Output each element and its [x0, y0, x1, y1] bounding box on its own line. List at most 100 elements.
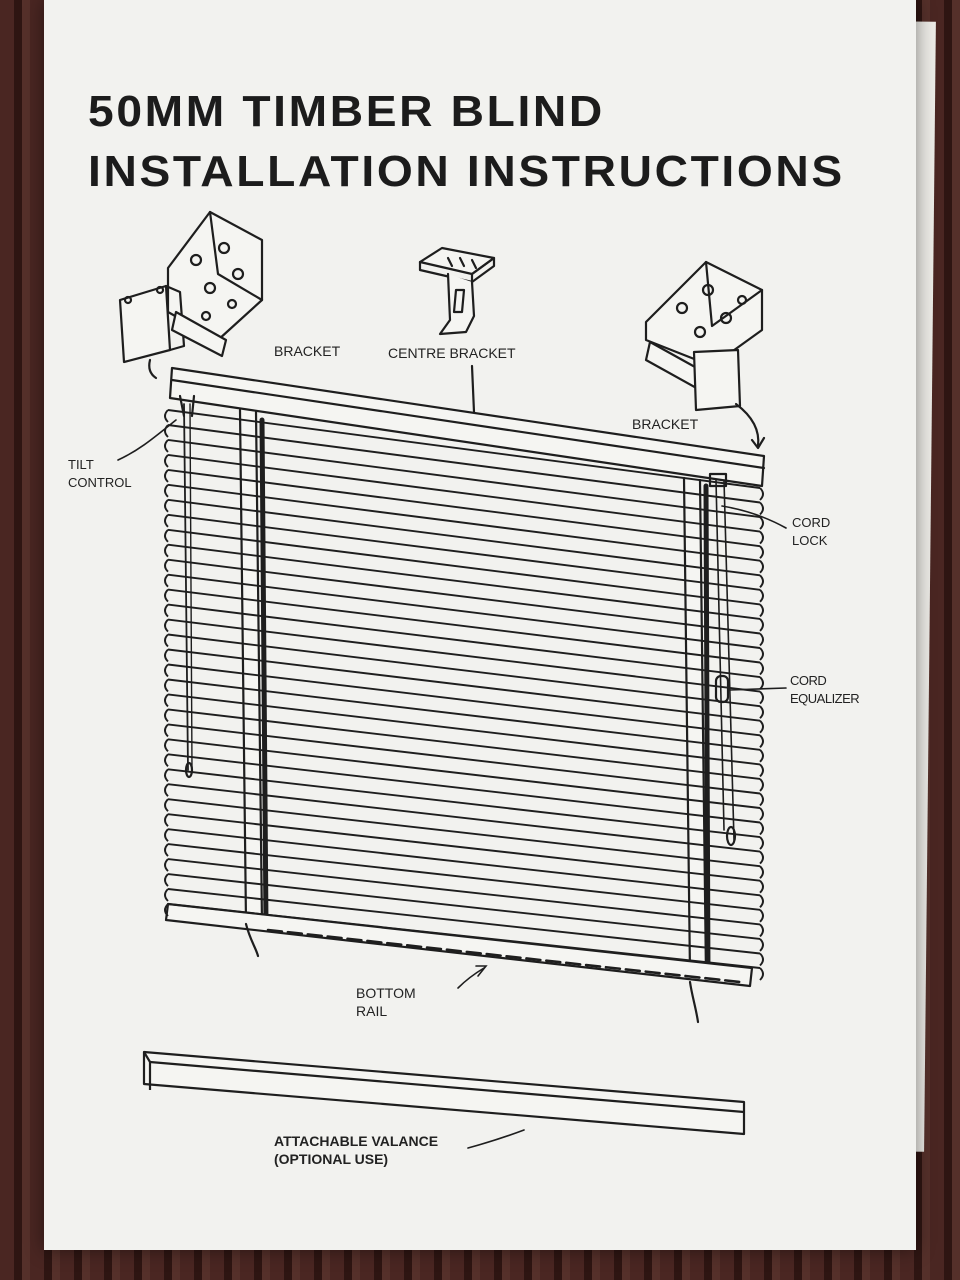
slat-edge-left [164, 843, 169, 857]
slat-edge-right [759, 778, 764, 792]
slat-edge-right [759, 807, 764, 821]
slat [167, 783, 761, 853]
slat-edge-right [759, 530, 764, 545]
slat-edge-left [164, 888, 169, 902]
instruction-sheet [44, 0, 916, 1250]
slat-edge-left [164, 648, 169, 663]
slat [167, 843, 761, 911]
slat-edge-right [759, 952, 764, 967]
tilt-wand [183, 403, 189, 771]
slat [167, 588, 761, 664]
slat [167, 409, 761, 489]
slat [167, 813, 761, 882]
headrail [168, 366, 766, 488]
slat [167, 633, 761, 708]
slat-edge-right [759, 487, 764, 501]
slat [167, 573, 761, 649]
centre-bracket-arrow [470, 364, 476, 414]
slat-edge-left [164, 723, 169, 738]
slat-edge-right [759, 792, 764, 807]
right-bracket-illustration [644, 260, 766, 450]
slat-edge-left [164, 454, 169, 468]
slat [167, 723, 761, 795]
lift-cords [715, 479, 735, 841]
slat-edge-left [164, 618, 169, 633]
slat [167, 768, 761, 839]
slat-edge-right [759, 850, 764, 865]
slat-edge-right [759, 909, 764, 923]
slat-edge-left [164, 514, 169, 528]
slat-edge-right [759, 516, 764, 530]
label-bottom-rail: BOTTOM RAIL [356, 985, 416, 1019]
slat [167, 513, 761, 591]
slat [167, 618, 761, 693]
slat-edge-left [164, 873, 169, 887]
slat-edge-left [164, 828, 169, 842]
slat [167, 693, 761, 766]
title-line-2: INSTALLATION INSTRUCTIONS [88, 147, 845, 196]
page-title: 50MM TIMBER BLIND INSTALLATION INSTRUCTI… [88, 82, 845, 202]
tilt-control-leader [117, 419, 177, 461]
label-bracket-right: BRACKET [632, 416, 699, 432]
slat [167, 498, 761, 577]
slat-edge-left [164, 439, 169, 453]
slat [167, 708, 761, 780]
slat-edge-right [759, 618, 764, 632]
slat-edge-left [164, 574, 169, 588]
cord-lock-piece [708, 472, 728, 488]
slat-edge-right [759, 705, 764, 719]
left-bracket-illustration [118, 210, 264, 380]
valance-leader [467, 1129, 525, 1149]
slat-edge-left [164, 588, 169, 603]
slat-edge-right [759, 676, 764, 690]
slat-edge-left [164, 633, 169, 648]
slat-edge-right [759, 749, 764, 763]
slat-edge-left [164, 768, 169, 782]
slat-edge-left [164, 529, 169, 543]
slat-edge-right [759, 589, 764, 603]
slat [167, 603, 761, 679]
bottom-rail-leader [457, 967, 485, 989]
slat-edge-left [164, 544, 169, 558]
slat [167, 483, 761, 562]
slat [167, 663, 761, 737]
slat-edge-right [759, 836, 764, 850]
slat-edge-right [759, 865, 764, 879]
slat-edge-right [759, 821, 764, 836]
label-cord-lock: CORD LOCK [792, 515, 831, 548]
centre-bracket-illustration [418, 246, 496, 336]
slat-edge-left [164, 409, 169, 423]
label-bracket-left: BRACKET [274, 343, 341, 359]
slat [167, 888, 761, 955]
valance [142, 1050, 746, 1136]
slat-edge-left [164, 738, 169, 752]
slats [164, 409, 764, 981]
slat [167, 424, 761, 504]
slat [167, 543, 761, 620]
slat-edge-left [164, 753, 169, 767]
slat-edge-left [164, 663, 169, 678]
slat-edge-left [164, 678, 169, 693]
slat [167, 738, 761, 809]
slat-edge-left [164, 783, 169, 797]
slat [167, 468, 761, 548]
slat [167, 753, 761, 824]
slat [167, 528, 761, 606]
slat-edge-right [759, 661, 764, 676]
label-tilt-control: TILT CONTROL [68, 457, 132, 490]
slat-edge-left [164, 559, 169, 573]
slat-edge-right [759, 923, 764, 938]
slat-edge-left [164, 903, 169, 917]
slat-edge-right [759, 690, 764, 705]
slat-edge-left [164, 708, 169, 723]
slat-edge-left [164, 469, 169, 483]
slat [167, 438, 761, 519]
slat-edge-left [164, 499, 169, 513]
slat-edge-right [759, 894, 764, 908]
slat-edge-left [164, 484, 169, 498]
label-attachable-valance: ATTACHABLE VALANCE (OPTIONAL USE) [274, 1133, 439, 1167]
slat-edge-left [164, 813, 169, 827]
slat-edge-right [759, 763, 764, 778]
slat-edge-right [759, 603, 764, 618]
slat-edge-right [759, 734, 764, 748]
